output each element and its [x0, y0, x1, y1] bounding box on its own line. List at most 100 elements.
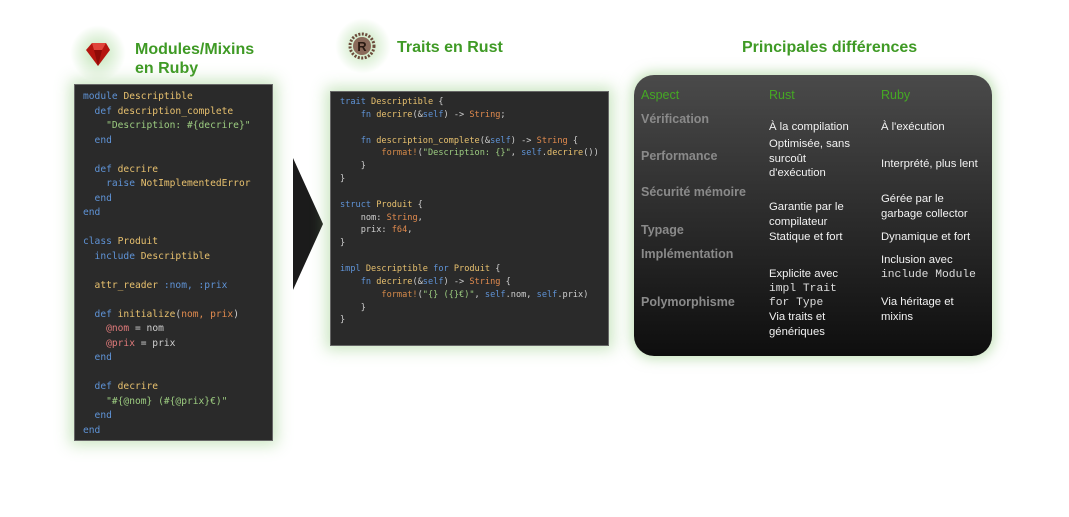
- code-line: format!("Description: {}", self.decrire(…: [340, 147, 608, 160]
- code-token: "Description: #{decrire}": [83, 120, 251, 131]
- code-token: prix:: [340, 225, 392, 236]
- code-token: (&: [412, 276, 423, 287]
- code-token: Descriptible: [140, 250, 211, 262]
- code-line: }: [340, 302, 608, 315]
- code-token: raise: [83, 178, 141, 189]
- code-token: String: [536, 135, 568, 146]
- code-line: end: [83, 206, 272, 221]
- code-line: fn decrire(&self) -> String {: [340, 276, 608, 289]
- code-token: self: [422, 109, 444, 120]
- code-token: def: [83, 308, 118, 320]
- row-aspect: Sécurité mémoire: [641, 185, 746, 201]
- code-line: nom: String,: [340, 212, 608, 225]
- ruby-code-value: include Module: [881, 268, 976, 281]
- code-token: end: [83, 192, 112, 204]
- code-line: raise NotImplementedError: [83, 177, 272, 192]
- code-token: NotImplementedError: [140, 178, 251, 189]
- code-token: (&: [412, 109, 423, 120]
- code-token: end: [83, 134, 112, 146]
- rust-code-value: impl Trait for Type: [769, 282, 837, 310]
- header-aspect: Aspect: [641, 88, 680, 102]
- rust-logo-icon: R: [348, 32, 376, 60]
- code-token: struct: [340, 199, 377, 210]
- code-token: initialize: [117, 308, 176, 320]
- code-token: end: [83, 352, 112, 363]
- code-token: def: [83, 163, 118, 175]
- ruby-gem-icon: [86, 43, 110, 66]
- code-token: :nom, :prix: [163, 279, 228, 291]
- code-token: for: [427, 263, 454, 274]
- row-aspect: Polymorphisme: [641, 295, 735, 311]
- code-token: include: [83, 250, 141, 262]
- code-token: "{} ({}€)": [422, 289, 475, 300]
- ruby-value: Gérée par le garbage collector: [881, 193, 968, 220]
- code-token: self: [422, 276, 444, 287]
- code-line: module Descriptible: [83, 90, 272, 105]
- code-token: Produit: [376, 199, 413, 210]
- code-line: [83, 148, 272, 163]
- code-token: String: [469, 109, 501, 120]
- code-token: = prix: [134, 337, 176, 349]
- row-aspect: Vérification: [641, 112, 709, 128]
- code-token: (&: [479, 135, 491, 146]
- rust-value: Garantie par le compilateur: [769, 201, 844, 228]
- code-token: format!: [340, 289, 418, 300]
- code-token: @prix: [83, 337, 135, 349]
- aspect-label: Sécurité mémoire: [641, 185, 746, 199]
- code-line: "#{@nom} (#{@prix}€)": [83, 395, 272, 410]
- arrow-right-icon: [293, 158, 323, 290]
- row-rust: Garantie par le compilateur: [769, 200, 844, 229]
- code-line: struct Produit {: [340, 199, 608, 212]
- row-aspect: Implémentation: [641, 247, 733, 263]
- row-ruby: Interprété, plus lent: [881, 157, 978, 172]
- code-token: Descriptible: [123, 91, 193, 102]
- code-token: ,: [510, 148, 522, 159]
- aspect-label: Performance: [641, 149, 718, 163]
- code-line: "Description: #{decrire}": [83, 119, 272, 134]
- rust-value: Via traits et génériques: [769, 311, 826, 338]
- code-token: Descriptible: [365, 263, 428, 274]
- code-line: end: [83, 424, 272, 439]
- rust-value: Explicite avec: [769, 268, 839, 280]
- code-token: = nom: [129, 323, 164, 334]
- ruby-value: Inclusion avec: [881, 254, 953, 266]
- code-line: attr_reader :nom, :prix: [83, 279, 272, 294]
- code-token: {: [412, 199, 423, 210]
- code-token: nom, prix: [181, 308, 234, 320]
- row-ruby: Inclusion avec include Module: [881, 253, 976, 282]
- code-token: ): [233, 308, 239, 320]
- code-token: end: [83, 410, 112, 421]
- code-token: class: [83, 236, 118, 247]
- differences-table: Aspect Rust Ruby Vérification À la compil…: [634, 75, 992, 356]
- code-line: }: [340, 173, 608, 186]
- code-token: (: [417, 148, 423, 159]
- row-rust: À la compilation: [769, 120, 849, 135]
- svg-text:R: R: [357, 39, 367, 54]
- code-token: f64: [391, 225, 408, 236]
- code-token: ,: [407, 225, 413, 236]
- aspect-label: Typage: [641, 223, 684, 237]
- header-rust: Rust: [769, 88, 795, 102]
- code-token: decrire: [117, 381, 159, 392]
- code-line: prix: f64,: [340, 224, 608, 237]
- code-token: .prix): [557, 289, 589, 300]
- code-line: impl Descriptible for Produit {: [340, 263, 608, 276]
- code-line: [83, 221, 272, 236]
- code-token: String: [469, 276, 501, 287]
- rust-section-title: Traits en Rust: [397, 39, 503, 56]
- code-token: (: [417, 289, 423, 300]
- code-token: decrire: [376, 276, 413, 287]
- code-token: Descriptible: [371, 97, 434, 107]
- code-token: self: [484, 289, 506, 300]
- row-ruby: Gérée par le garbage collector: [881, 192, 968, 221]
- code-token: self: [490, 135, 511, 146]
- aspect-label: Implémentation: [641, 247, 734, 261]
- code-token: ) ->: [443, 276, 470, 287]
- header-ruby: Ruby: [881, 88, 911, 102]
- code-token: ;: [500, 109, 506, 120]
- row-rust: Statique et fort: [769, 230, 842, 245]
- code-line: fn description_complete(&self) -> String…: [340, 135, 608, 148]
- ruby-value: Via héritage et mixins: [881, 296, 954, 323]
- code-token: {: [433, 97, 444, 107]
